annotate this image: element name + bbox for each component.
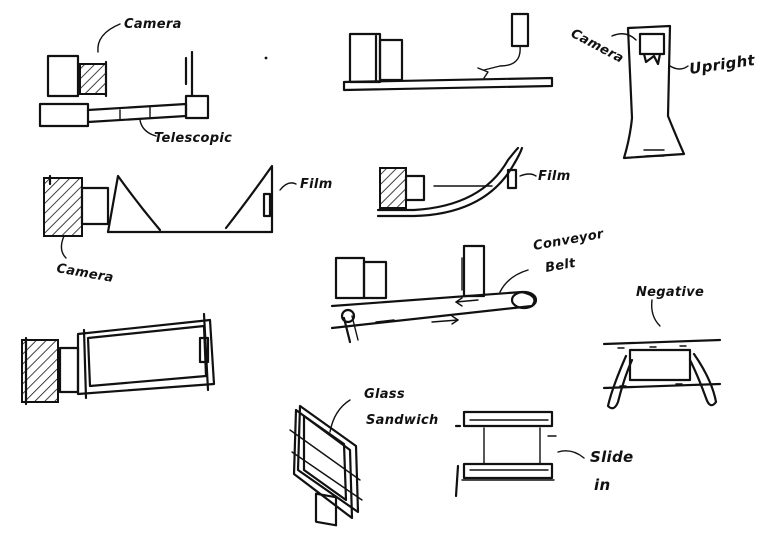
telescopic-rig-sketch: [38, 23, 268, 137]
conveyor-belt-sketch: [330, 244, 538, 344]
label-conveyor: Conveyor: [532, 227, 606, 254]
label-camera-top: Camera: [124, 17, 182, 32]
label-glass: Glass: [364, 387, 405, 402]
label-belt: Belt: [544, 256, 577, 276]
label-camera-cone: Camera: [55, 261, 114, 286]
label-negative: Negative: [636, 285, 704, 300]
label-upright: Upright: [688, 51, 757, 78]
glass-sandwich-sketch: [289, 399, 363, 527]
label-in: in: [594, 476, 610, 494]
cone-film-sketch: [43, 164, 297, 259]
label-sandwich: Sandwich: [366, 413, 439, 428]
curved-film-sketch: [376, 146, 537, 218]
upright-stand-sketch: [611, 24, 689, 160]
frame-rig-sketch: [21, 312, 216, 406]
label-film-curve: Film: [538, 169, 571, 184]
negative-carrier-sketch: [602, 299, 722, 410]
label-film-cone: Film: [300, 177, 333, 192]
label-telescopic: Telescopic: [154, 131, 232, 146]
label-slide: Slide: [590, 448, 634, 466]
rail-camera-sketch: [342, 12, 554, 92]
label-camera-upright: Camera: [568, 26, 626, 66]
slide-in-sketch: [454, 410, 585, 498]
